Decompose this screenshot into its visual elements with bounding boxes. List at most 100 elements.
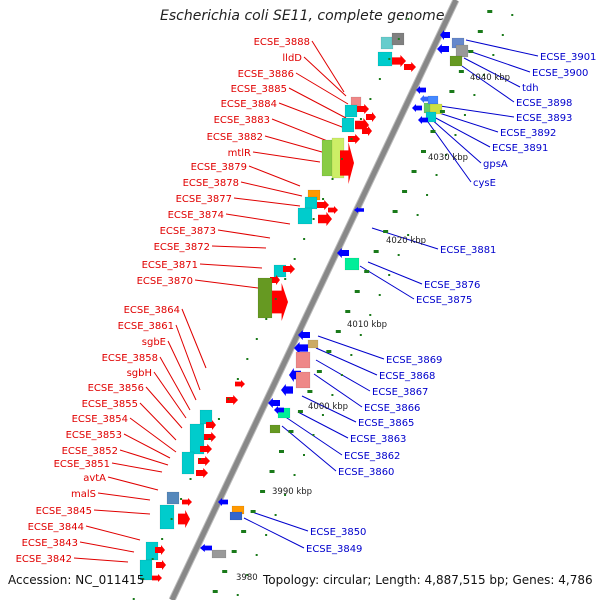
gene-labels: ECSE_3888 lldD ECSE_3886ECSE_3885ECSE_3884… (16, 37, 597, 565)
label-connector (225, 213, 291, 225)
gene-feature (298, 330, 310, 340)
gene-label[interactable]: ECSE_3885 (231, 84, 287, 95)
label-connector (367, 261, 423, 285)
label-connector (313, 373, 363, 408)
topology-text: Topology: circular; Length: 4,887,515 bp… (263, 573, 593, 587)
gene-features (139, 30, 469, 582)
gene-feature (354, 207, 364, 213)
gene-label[interactable]: ECSE_3877 (176, 194, 232, 205)
gene-label[interactable]: ECSE_3876 (424, 280, 480, 291)
label-connector (281, 425, 337, 472)
track-dot (397, 38, 400, 40)
gene-feature (155, 545, 165, 555)
gene-label[interactable]: lldD (282, 53, 302, 64)
gene-label[interactable]: ECSE_3858 (102, 353, 158, 364)
track-dot (454, 134, 457, 136)
track-dot (274, 298, 277, 300)
gene-label[interactable]: ECSE_3873 (160, 226, 216, 237)
gene-label[interactable]: ECSE_3865 (358, 418, 414, 429)
gene-label[interactable]: ECSE_3900 (532, 68, 588, 79)
gene-feature (344, 104, 358, 118)
gene-label[interactable]: ECSE_3893 (516, 113, 572, 124)
label-connector (315, 347, 378, 376)
gene-label[interactable]: ECSE_3870 (137, 276, 193, 287)
gene-label[interactable]: ECSE_3844 (28, 522, 84, 533)
gene-label[interactable]: ECSE_3856 (88, 383, 144, 394)
gene-label[interactable]: mtlR (228, 148, 251, 159)
track-dot (303, 454, 305, 456)
gene-label[interactable]: ECSE_3842 (16, 554, 72, 565)
track-dot (293, 258, 296, 260)
ruler-tick-label: 4020 kbp (386, 236, 426, 246)
track-tick (430, 130, 436, 133)
track-tick (297, 410, 303, 413)
gene-label[interactable]: ECSE_3871 (142, 260, 198, 271)
track-dot (321, 414, 324, 416)
gene-label[interactable]: ECSE_3860 (338, 467, 394, 478)
track-dot (189, 478, 192, 480)
track-dot (265, 534, 268, 536)
gene-label[interactable]: ECSE_3881 (440, 245, 496, 256)
gene-label[interactable]: cysE (473, 178, 496, 189)
track-dot (388, 274, 391, 276)
gene-label[interactable]: ECSE_3864 (124, 305, 180, 316)
gene-label[interactable]: ECSE_3862 (344, 451, 400, 462)
gene-label[interactable]: ECSE_3850 (310, 527, 366, 538)
gene-label[interactable]: gpsA (483, 159, 508, 170)
track-dot (246, 358, 249, 360)
track-dot (284, 494, 287, 496)
gene-label[interactable]: ECSE_3843 (22, 538, 78, 549)
gene-label[interactable]: ECSE_3879 (191, 162, 247, 173)
gene-label[interactable]: ECSE_3892 (500, 128, 556, 139)
gene-label[interactable]: ECSE_3854 (72, 414, 128, 425)
gene-label[interactable]: ECSE_3863 (350, 434, 406, 445)
gene-label[interactable]: tdh (522, 83, 539, 94)
gene-label[interactable]: ECSE_3849 (306, 544, 362, 555)
gene-label[interactable]: ECSE_3845 (36, 506, 92, 517)
gene-label[interactable]: ECSE_3884 (221, 99, 277, 110)
gene-feature (204, 432, 216, 442)
gene-label[interactable]: ECSE_3878 (183, 178, 239, 189)
gene-label[interactable]: avtA (83, 473, 106, 484)
gene-label[interactable]: ECSE_3866 (364, 403, 420, 414)
gene-label[interactable]: ECSE_3852 (62, 446, 118, 457)
track-dot (303, 238, 306, 240)
track-dot (170, 518, 173, 520)
gene-feature (362, 126, 372, 136)
gene-label[interactable]: ECSE_3853 (66, 430, 122, 441)
gene-feature (304, 196, 318, 210)
gene-label[interactable]: sgbH (127, 368, 152, 379)
gene-label[interactable]: ECSE_3882 (207, 132, 263, 143)
label-connector (93, 509, 151, 515)
gene-feature (297, 207, 313, 225)
label-connector (199, 263, 263, 269)
genome-backbone (168, 0, 460, 600)
gene-label[interactable]: ECSE_3901 (540, 52, 596, 63)
gene-label[interactable]: ECSE_3874 (168, 210, 224, 221)
gene-label[interactable]: ECSE_3867 (372, 387, 428, 398)
gene-label[interactable]: ECSE_3869 (386, 355, 442, 366)
gene-label[interactable]: ECSE_3855 (82, 399, 138, 410)
gene-feature (366, 112, 376, 122)
gene-label[interactable]: ECSE_3898 (516, 98, 572, 109)
gene-label[interactable]: ECSE_3875 (416, 295, 472, 306)
gene-label[interactable]: ECSE_3872 (154, 242, 210, 253)
track-dot (331, 178, 334, 180)
track-dot (416, 214, 419, 216)
track-dot (511, 14, 514, 16)
gene-label[interactable]: ECSE_3888 (254, 37, 310, 48)
gene-label[interactable]: sgbE (142, 337, 166, 348)
gene-label[interactable]: ECSE_3891 (492, 143, 548, 154)
track-dot (199, 458, 201, 460)
track-tick (487, 10, 493, 13)
gene-label[interactable]: malS (71, 489, 96, 500)
gene-label[interactable]: ECSE_3883 (214, 115, 270, 126)
label-connector (264, 135, 323, 153)
track-dot (445, 154, 447, 156)
gene-label[interactable]: ECSE_3851 (54, 459, 110, 470)
gene-label[interactable]: ECSE_3868 (379, 371, 435, 382)
gene-label[interactable]: ECSE_3886 (238, 69, 294, 80)
gene-label[interactable]: ECSE_3861 (118, 321, 174, 332)
label-connector (288, 87, 347, 119)
track-tick (212, 590, 218, 593)
